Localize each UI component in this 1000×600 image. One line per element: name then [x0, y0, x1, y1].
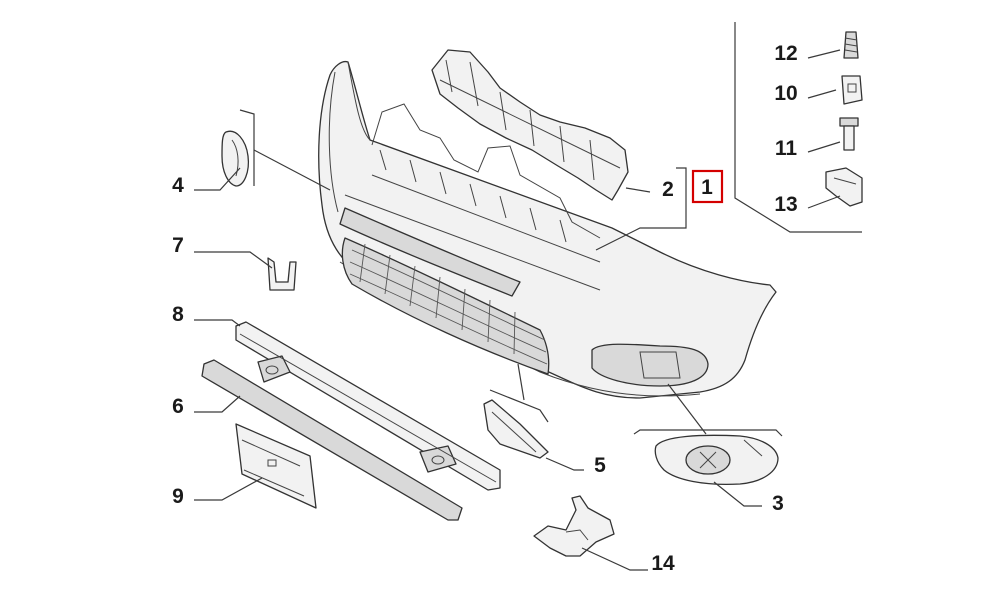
label-part-12[interactable]: 12	[774, 42, 797, 65]
highlight-box-part-1	[691, 169, 724, 204]
label-part-13[interactable]: 13	[774, 193, 797, 216]
label-part-1[interactable]: 1	[701, 176, 713, 199]
bumper-shell[interactable]	[318, 60, 777, 399]
label-part-8[interactable]: 8	[172, 303, 184, 326]
label-part-5[interactable]: 5	[594, 454, 606, 477]
label-part-10[interactable]: 10	[774, 82, 797, 105]
upper-bracket[interactable]	[431, 49, 629, 201]
license-plate-bracket[interactable]	[235, 423, 317, 509]
lower-trim-strip[interactable]	[201, 359, 463, 521]
clip-part[interactable]	[267, 257, 297, 291]
air-guide[interactable]	[533, 495, 615, 557]
label-part-7[interactable]: 7	[172, 234, 184, 257]
hardware-group-bracket	[734, 22, 862, 233]
label-part-2[interactable]: 2	[662, 178, 674, 201]
mounting-clip-part[interactable]	[825, 167, 863, 207]
bumper-grille-mesh	[349, 243, 548, 365]
label-part-6[interactable]: 6	[172, 395, 184, 418]
bumper-inner-ribs	[344, 103, 601, 291]
nut-clip-part[interactable]	[841, 75, 863, 105]
label-part-9[interactable]: 9	[172, 485, 184, 508]
fog-lamp[interactable]	[654, 434, 779, 486]
tow-hook-cover[interactable]	[221, 130, 250, 187]
part-number-labels: 1 2 3 4 5 6 7 8 9 10 11 12 13 14	[172, 42, 798, 575]
bolt-part[interactable]	[839, 117, 859, 151]
screw-part[interactable]	[843, 31, 859, 59]
label-part-14[interactable]: 14	[651, 552, 675, 575]
lower-support-bar[interactable]	[235, 321, 501, 491]
label-part-4[interactable]: 4	[172, 174, 184, 197]
leader-lines	[194, 49, 841, 571]
label-part-3[interactable]: 3	[772, 492, 784, 515]
side-deflector[interactable]	[483, 399, 549, 459]
label-part-11[interactable]: 11	[775, 137, 798, 160]
